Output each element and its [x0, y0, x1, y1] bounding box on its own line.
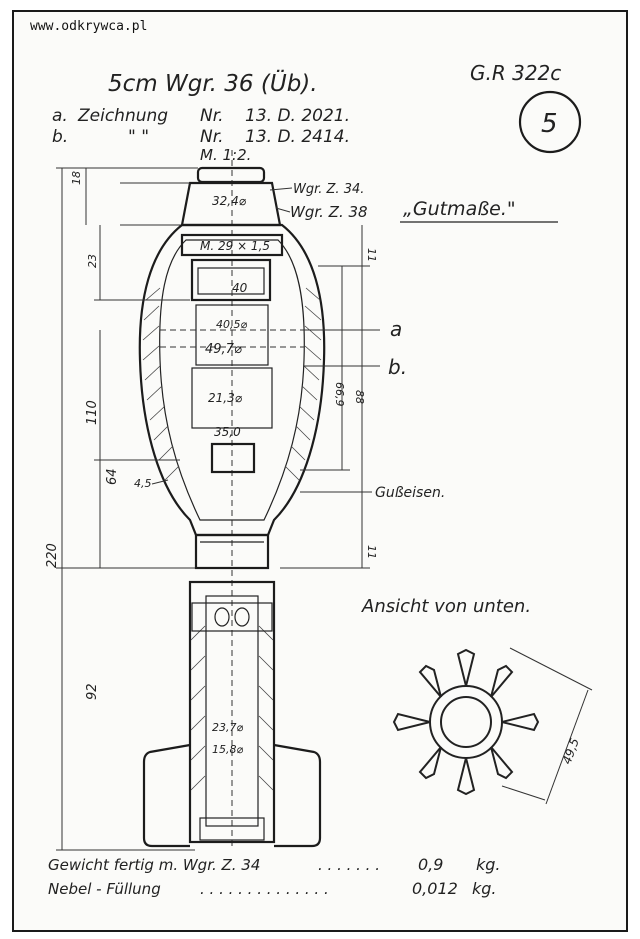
fin-left [142, 743, 191, 848]
page-number: 5 [541, 109, 558, 139]
spec-weight-value: 0,9 [418, 855, 443, 874]
dim-h18: 18 [70, 171, 83, 185]
dim-d15-8: 15,8⌀ [212, 743, 243, 756]
spec-fill-dots: . . . . . . . . . . . . . . [200, 880, 329, 898]
dim-40: 40 [232, 281, 248, 295]
dim-thread: M. 29 × 1,5 [200, 239, 270, 253]
cartridge-end [199, 817, 265, 841]
dim-h88: 88 [353, 390, 366, 404]
bottom-view-title: Ansicht von unten. [361, 596, 531, 617]
ref-b-text: " " [128, 127, 149, 147]
fuze-label-z34: Wgr. Z. 34. [293, 182, 364, 197]
dim-h23: 23 [86, 254, 99, 268]
tail-bore [205, 595, 259, 827]
ref-b-number: 13. D. 2414. [245, 127, 350, 147]
drawing-title: 5cm Wgr. 36 (Üb). [108, 69, 318, 97]
dim-h110: 110 [85, 400, 100, 425]
dim-h64: 64 [105, 468, 120, 485]
dim-h11b: 11 [365, 545, 378, 559]
dim-h92: 92 [85, 683, 100, 700]
page-number-circle [518, 90, 582, 154]
base-plug [194, 533, 270, 570]
spec-fill-value: 0,012 [412, 879, 458, 898]
canister-mid [195, 304, 269, 366]
dim-h11a: 11 [365, 248, 378, 262]
label-b: b. [388, 355, 407, 379]
dim-d-top: 32,4⌀ [212, 194, 247, 208]
watermark-text: www.odkrywca.pl [30, 19, 147, 34]
ref-a-prefix: a. [52, 106, 68, 126]
spec-weight-dots: . . . . . . . [318, 856, 380, 874]
ref-a-text: Zeichnung [77, 106, 168, 126]
gutmasse-label: „Gutmaße." [403, 198, 516, 220]
ref-b-prefix: b. [52, 127, 68, 147]
dim-40-5: 40,5⌀ [216, 318, 247, 331]
boom-hatching [190, 625, 274, 791]
ref-a-nr: Nr. [200, 106, 224, 126]
spec-fill-unit: kg. [472, 879, 497, 898]
shell-inner-contour [159, 239, 305, 521]
dim-35: 35,0 [214, 425, 241, 439]
bottom-view-fins [392, 648, 540, 796]
ref-b-nr: Nr. [200, 127, 224, 147]
dim-wall: 4,5 [134, 477, 152, 490]
ref-a-number: 13. D. 2021. [245, 106, 350, 126]
dim-w49-5: 49,5 [560, 736, 582, 766]
booster-cup [210, 442, 256, 474]
doc-code: G.R 322c [470, 61, 561, 85]
spec-weight-unit: kg. [476, 855, 501, 874]
dim-h220: 220 [45, 543, 60, 568]
tail-boom [188, 580, 276, 844]
dim-h66-9: 66,9 [333, 382, 346, 407]
smoke-canister-top [190, 258, 272, 302]
wall-hatching [142, 287, 322, 481]
scale-label: M. 1:2. [200, 146, 251, 164]
fuze-label-z38: Wgr. Z. 38 [290, 203, 368, 221]
spec-weight-label: Gewicht fertig m. Wgr. Z. 34 [48, 856, 260, 874]
fin-right [273, 743, 322, 848]
thread-insert [180, 233, 284, 257]
label-a: a [390, 317, 402, 341]
dim-d23-7: 23,7⌀ [212, 721, 243, 734]
label-gusseisen: Gußeisen. [375, 485, 445, 501]
canister-lower [191, 367, 273, 429]
primer-holder [191, 602, 273, 632]
dim-21-3: 21,3⌀ [208, 391, 243, 405]
spec-fill-label: Nebel - Füllung [48, 880, 161, 898]
fuze-cap [196, 166, 266, 184]
dim-49-7: 49,7⌀ [205, 342, 242, 357]
